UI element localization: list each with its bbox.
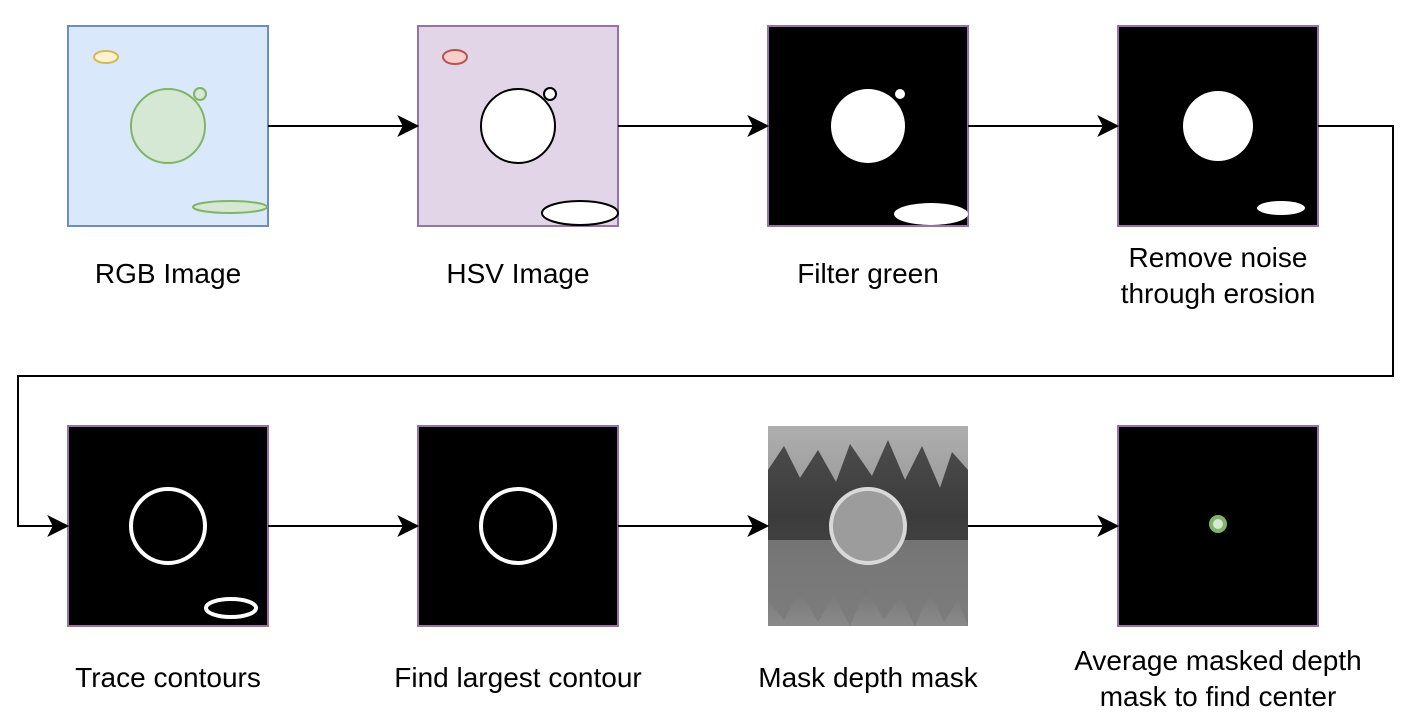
label-depth-mask: Mask depth mask bbox=[758, 662, 978, 693]
eroded-flat-blob bbox=[1257, 201, 1305, 215]
eroded-ball bbox=[1183, 91, 1253, 161]
panel-erosion bbox=[1117, 25, 1319, 227]
label-largest-contour: Find largest contour bbox=[394, 662, 642, 693]
mask-small-blob bbox=[895, 89, 905, 99]
depth-masked-ball bbox=[829, 487, 907, 565]
white-ball bbox=[480, 88, 556, 164]
green-small-blob bbox=[193, 87, 207, 101]
panel-trace-contours bbox=[67, 425, 269, 627]
green-flat-blob bbox=[192, 200, 268, 214]
panel-rgb-image bbox=[67, 25, 269, 227]
label-filter-green: Filter green bbox=[797, 258, 939, 289]
panel-depth-mask bbox=[768, 426, 968, 626]
green-ball bbox=[130, 88, 206, 164]
red-blob bbox=[442, 49, 468, 65]
contour-ball bbox=[129, 487, 207, 565]
largest-contour-ring bbox=[479, 487, 557, 565]
contour-flat-blob bbox=[204, 597, 258, 619]
label-rgb-image: RGB Image bbox=[94, 258, 242, 289]
white-small-blob bbox=[543, 87, 557, 101]
depth-texture-top bbox=[768, 426, 968, 488]
panel-center-result bbox=[1117, 425, 1319, 627]
label-trace-contours: Trace contours bbox=[75, 662, 261, 693]
depth-texture-bottom bbox=[768, 540, 968, 626]
mask-ball bbox=[831, 89, 905, 163]
center-point bbox=[1209, 515, 1227, 533]
arrow-erosion-to-contours bbox=[17, 125, 1394, 537]
panel-filter-green bbox=[767, 25, 969, 227]
mask-flat-blob bbox=[894, 203, 968, 225]
yellow-blob bbox=[93, 50, 119, 64]
panel-largest-contour bbox=[417, 425, 619, 627]
label-average-center: Average masked depth mask to find center bbox=[1074, 645, 1362, 712]
pipeline-arrows bbox=[17, 115, 1394, 537]
white-flat-blob bbox=[541, 200, 619, 226]
panel-hsv-image bbox=[417, 25, 619, 227]
label-erosion: Remove noise through erosion bbox=[1120, 242, 1316, 309]
label-hsv-image: HSV Image bbox=[446, 258, 590, 289]
